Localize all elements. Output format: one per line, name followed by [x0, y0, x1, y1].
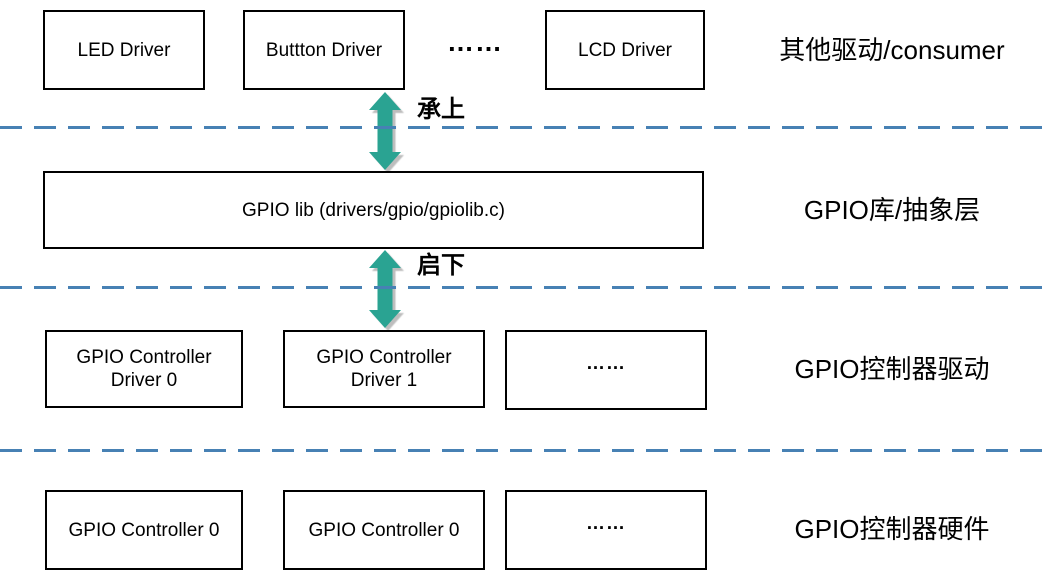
box-gpio-controller-hw-0: GPIO Controller 0: [45, 490, 243, 570]
label-consumer-layer: 其他驱动/consumer: [779, 35, 1005, 65]
label-gpio-lib-layer: GPIO库/抽象层: [803, 195, 981, 225]
dashed-separator-1: [0, 126, 1054, 129]
arrow-lower-label: 启下: [417, 252, 465, 279]
dashed-separator-3: [0, 449, 1054, 452]
dashed-separator-2: [0, 286, 1054, 289]
arrow-upper-label: 承上: [417, 96, 465, 123]
box-led-driver: LED Driver: [43, 10, 205, 90]
ellipsis-text: ……: [586, 512, 626, 534]
label-controller-driver-layer: GPIO控制器驱动: [794, 354, 990, 384]
box-gpio-controller-driver-0: GPIO Controller Driver 0: [45, 330, 243, 408]
box-button-driver: Buttton Driver: [243, 10, 405, 90]
box-gpio-lib: GPIO lib (drivers/gpio/gpiolib.c): [43, 171, 704, 249]
box-controller-hw-ellipsis: ……: [505, 490, 707, 570]
ellipsis-text: ……: [586, 352, 626, 374]
box-gpio-controller-driver-1: GPIO Controller Driver 1: [283, 330, 485, 408]
box-lcd-driver: LCD Driver: [545, 10, 705, 90]
label-controller-hw-layer: GPIO控制器硬件: [794, 514, 990, 544]
double-arrow-lower-icon: [369, 250, 401, 328]
double-arrow-upper-icon: [369, 92, 401, 170]
box-gpio-controller-hw-1: GPIO Controller 0: [283, 490, 485, 570]
ellipsis-text: ……: [447, 27, 503, 57]
ellipsis-consumer-layer: ……: [428, 10, 522, 89]
box-controller-driver-ellipsis: ……: [505, 330, 707, 410]
